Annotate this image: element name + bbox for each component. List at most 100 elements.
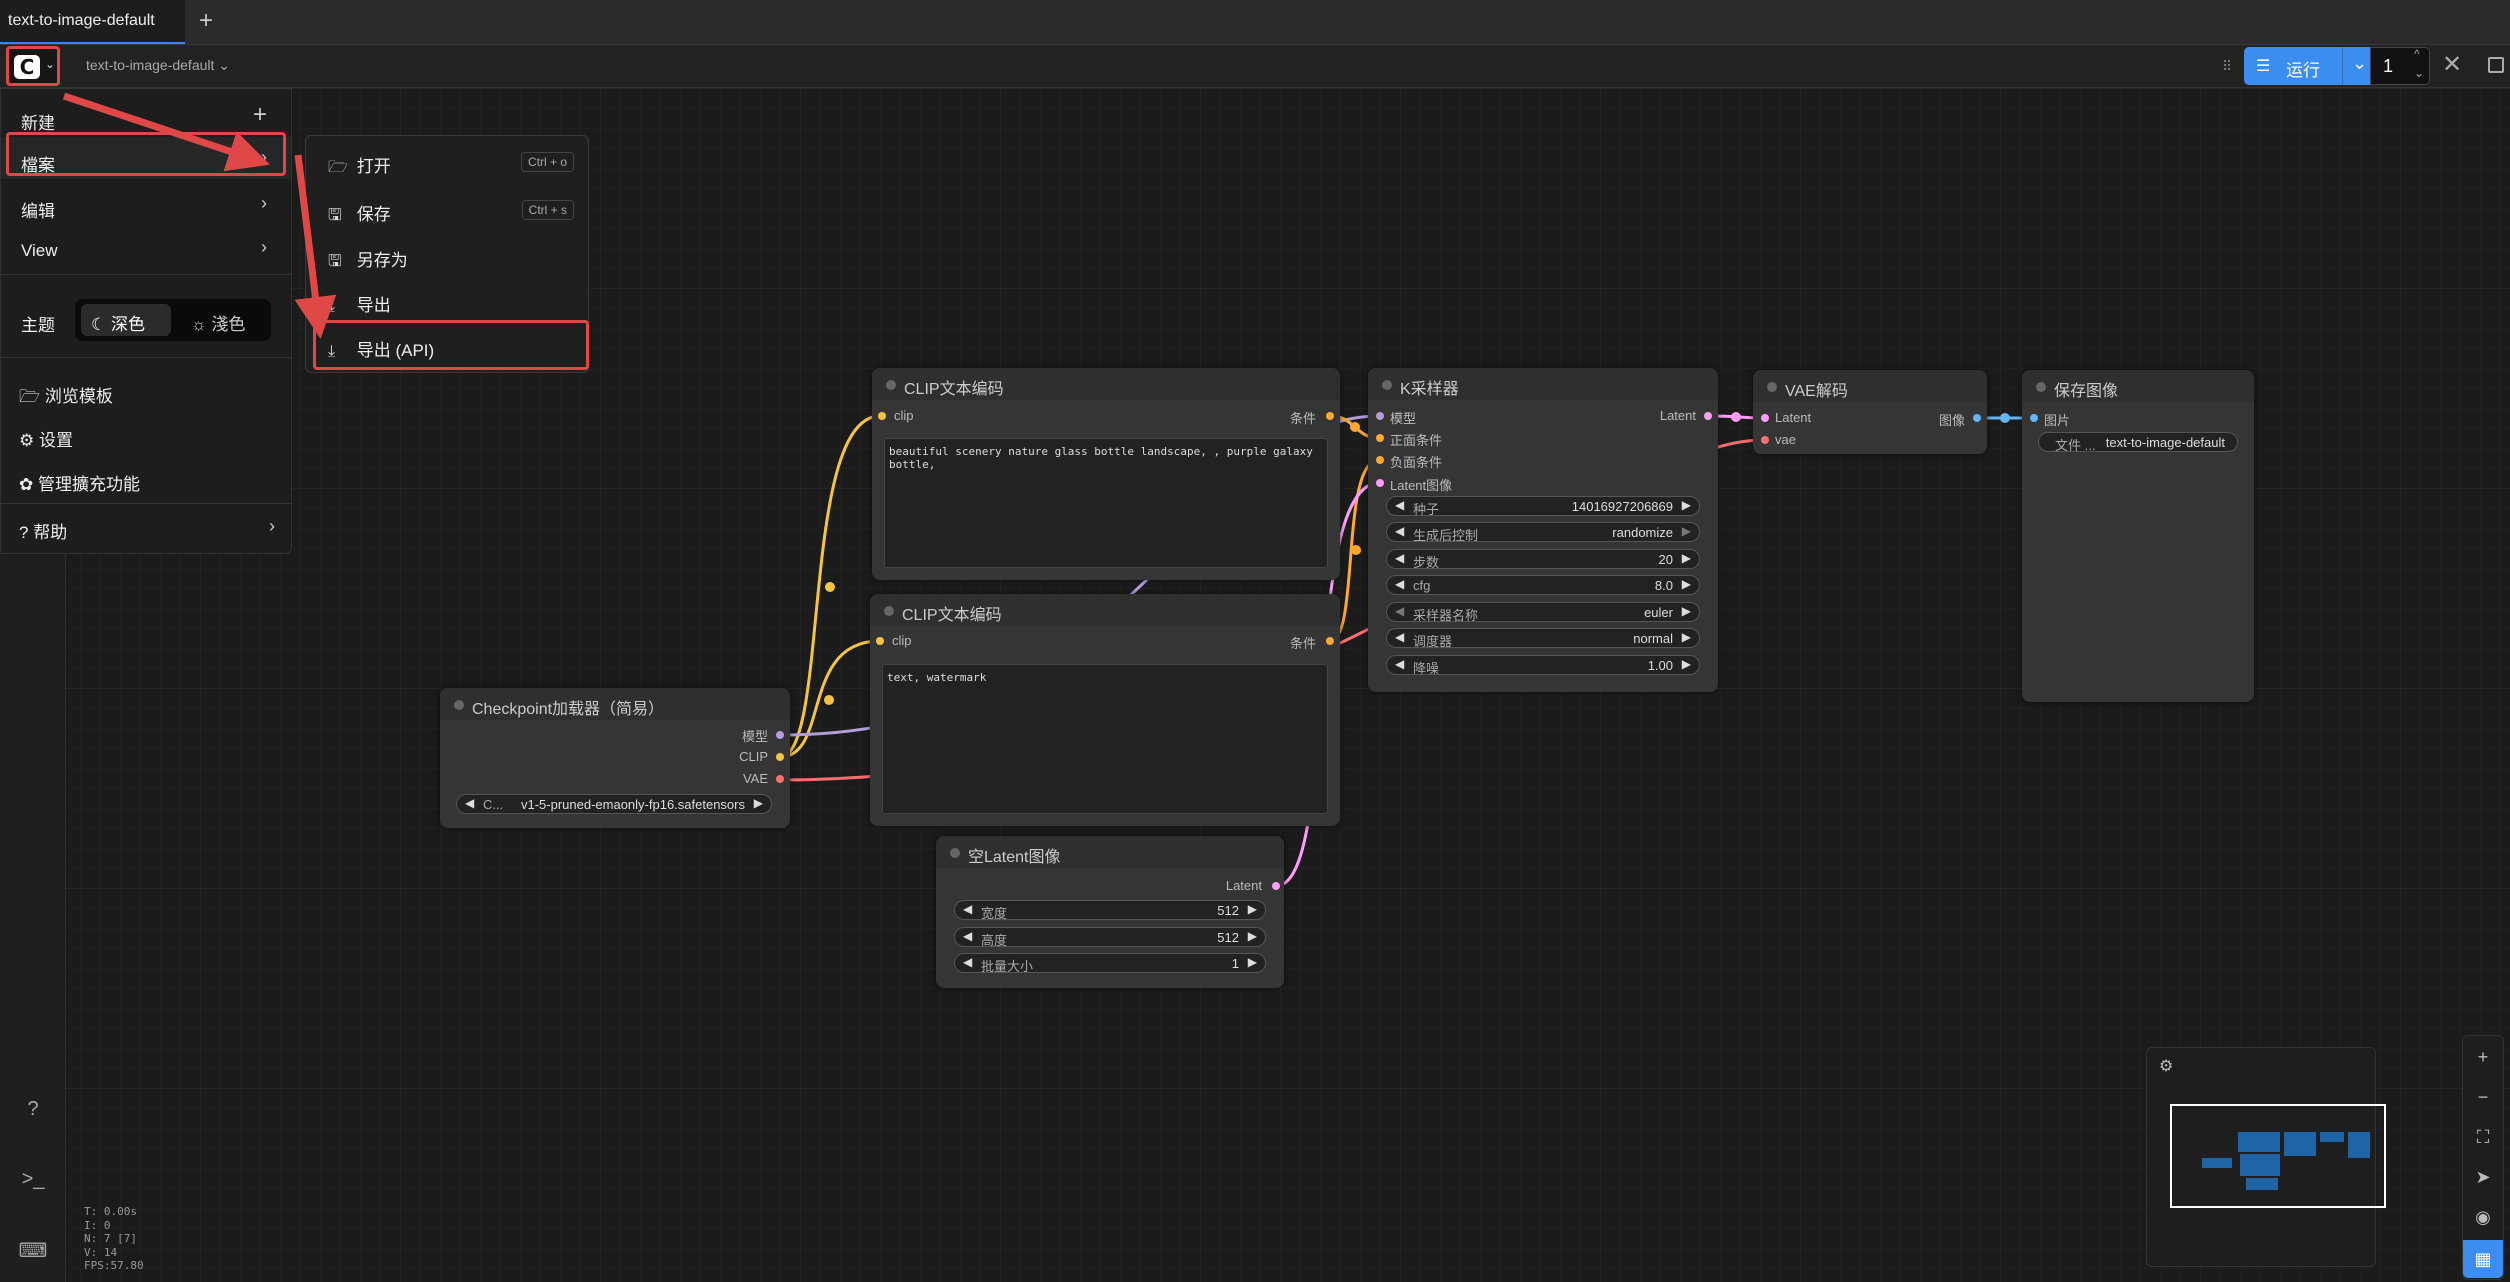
collapse-dot[interactable] [2036, 382, 2046, 392]
run-button[interactable]: ☰ 运行 ⌄ [2244, 47, 2380, 85]
submenu-save-as[interactable]: 🖫 另存为 [306, 236, 588, 276]
menu-label: 管理擴充功能 [37, 475, 140, 494]
node-save-image[interactable]: 保存图像 图片 文件 ...text-to-image-default [2022, 370, 2254, 702]
menu-item-view[interactable]: View › [1, 227, 291, 269]
collapse-dot[interactable] [1382, 380, 1392, 390]
menu-item-extensions[interactable]: ✿ 管理擴充功能 [19, 470, 140, 495]
zoom-in-icon[interactable]: + [2477, 1047, 2489, 1067]
comfy-logo-icon: C [14, 55, 40, 79]
minimap-viewport[interactable] [2170, 1104, 2386, 1208]
theme-dark-option[interactable]: ☾ 深色 [81, 304, 171, 336]
minimap-settings-icon[interactable]: ⚙ [2159, 1058, 2174, 1075]
toggle-links-icon[interactable]: ◉ [2475, 1207, 2491, 1227]
output-port-conditioning[interactable] [1326, 637, 1334, 645]
chevron-right-icon: › [261, 237, 267, 257]
close-icon[interactable]: ✕ [2442, 51, 2463, 78]
ckpt-name-combo[interactable]: ◀C... v1-5-pruned-emaonly-fp16.safetenso… [456, 794, 772, 814]
puzzle-icon: ✿ [19, 475, 34, 494]
toggle-minimap-icon[interactable]: ▦ [2463, 1240, 2503, 1278]
output-port-clip[interactable] [776, 753, 784, 761]
fit-view-icon[interactable]: ⛶ [2476, 1127, 2490, 1147]
submenu-export[interactable]: ⤓ 导出 [306, 281, 588, 321]
output-port-image[interactable] [1973, 414, 1981, 422]
prompt-textarea[interactable]: beautiful scenery nature glass bottle la… [884, 438, 1328, 568]
input-label: clip [894, 408, 914, 423]
help-center-icon[interactable]: ? [27, 1098, 39, 1120]
input-port-latent[interactable] [1376, 479, 1384, 487]
collapse-dot[interactable] [1767, 382, 1777, 392]
comfy-menu-button[interactable]: C ⌄ [6, 46, 60, 86]
collapse-dot[interactable] [884, 606, 894, 616]
filename-prefix-widget[interactable]: 文件 ...text-to-image-default [2038, 432, 2238, 453]
stat-vertices: V: 14 [84, 1245, 118, 1259]
prompt-textarea[interactable]: text, watermark [882, 664, 1328, 814]
menu-item-browse-templates[interactable]: 🗁 浏览模板 [19, 382, 113, 413]
submenu-save[interactable]: 🖫 保存 Ctrl + s [306, 190, 588, 230]
menu-label: 帮助 [33, 523, 68, 542]
collapse-dot[interactable] [886, 380, 896, 390]
new-tab-button[interactable]: + [198, 7, 213, 34]
menu-item-help[interactable]: ? 帮助 › [19, 516, 275, 543]
input-port-vae[interactable] [1761, 436, 1769, 444]
save-icon: 🖫 [328, 207, 342, 224]
chevron-down-icon: ⌄ [45, 57, 56, 71]
menu-item-new[interactable]: 新建 + [1, 95, 291, 137]
output-port-vae[interactable] [776, 775, 784, 783]
submenu-open[interactable]: 🗁 打开 Ctrl + o [306, 142, 588, 182]
workflow-tabbar [0, 0, 2510, 45]
submenu-label: 另存为 [356, 251, 408, 270]
input-port-model[interactable] [1376, 412, 1384, 420]
node-checkpoint-loader[interactable]: Checkpoint加载器（简易） 模型 CLIP VAE ◀C... v1-5… [440, 688, 790, 828]
decrement-icon[interactable]: ⌄ [2414, 66, 2425, 80]
theme-toggle[interactable]: ☾ 深色 ☼ 淺色 [75, 299, 271, 341]
theme-light-label: 淺色 [211, 315, 246, 334]
panel-toggle-icon[interactable] [2488, 57, 2504, 73]
collapse-dot[interactable] [454, 700, 464, 710]
output-port-model[interactable] [776, 731, 784, 739]
input-label: 模型 [1390, 411, 1417, 426]
select-mode-icon[interactable]: ➤ [2475, 1167, 2491, 1187]
workflow-tab[interactable]: text-to-image-default [0, 0, 185, 44]
output-port-latent[interactable] [1704, 412, 1712, 420]
minimap[interactable]: ⚙ [2146, 1047, 2386, 1267]
submenu-export-api[interactable]: ⤓ 导出 (API) [306, 326, 588, 366]
menu-item-settings[interactable]: ⚙ 设置 [19, 426, 73, 451]
input-port-clip[interactable] [878, 412, 886, 420]
input-port-positive[interactable] [1376, 434, 1384, 442]
batch-count-input[interactable]: 1 [2370, 47, 2430, 85]
output-port-latent[interactable] [1272, 882, 1280, 890]
workflow-name-dropdown[interactable]: text-to-image-default ⌄ [86, 57, 231, 73]
run-mode-chevron-icon[interactable]: ⌄ [2352, 53, 2368, 73]
node-clip-text-encode-positive[interactable]: CLIP文本编码 clip 条件 beautiful scenery natur… [872, 368, 1340, 580]
output-port-conditioning[interactable] [1326, 412, 1334, 420]
node-vae-decode[interactable]: VAE解码 Latent vae 图像 [1753, 370, 1987, 454]
theme-light-option[interactable]: ☼ 淺色 [183, 304, 267, 336]
input-port-negative[interactable] [1376, 456, 1384, 464]
node-title: K采样器 [1400, 381, 1459, 398]
node-clip-text-encode-negative[interactable]: CLIP文本编码 clip 条件 text, watermark [870, 594, 1340, 826]
terminal-icon[interactable]: >_ [21, 1168, 45, 1190]
output-label: VAE [742, 771, 768, 786]
keyboard-icon[interactable]: ⌨ [18, 1240, 48, 1262]
input-port-latent[interactable] [1761, 414, 1769, 422]
input-port-images[interactable] [2030, 414, 2038, 422]
zoom-out-icon[interactable]: − [2477, 1087, 2489, 1107]
canvas-tools: + − ⛶ ➤ ◉ ▦ [2462, 1035, 2504, 1280]
menu-item-edit[interactable]: 编辑 › [1, 183, 291, 225]
drag-handle-icon[interactable]: ⠿ [2222, 58, 2233, 74]
collapse-dot[interactable] [950, 848, 960, 858]
input-port-clip[interactable] [876, 637, 884, 645]
increment-icon[interactable]: ^ [2414, 47, 2420, 61]
